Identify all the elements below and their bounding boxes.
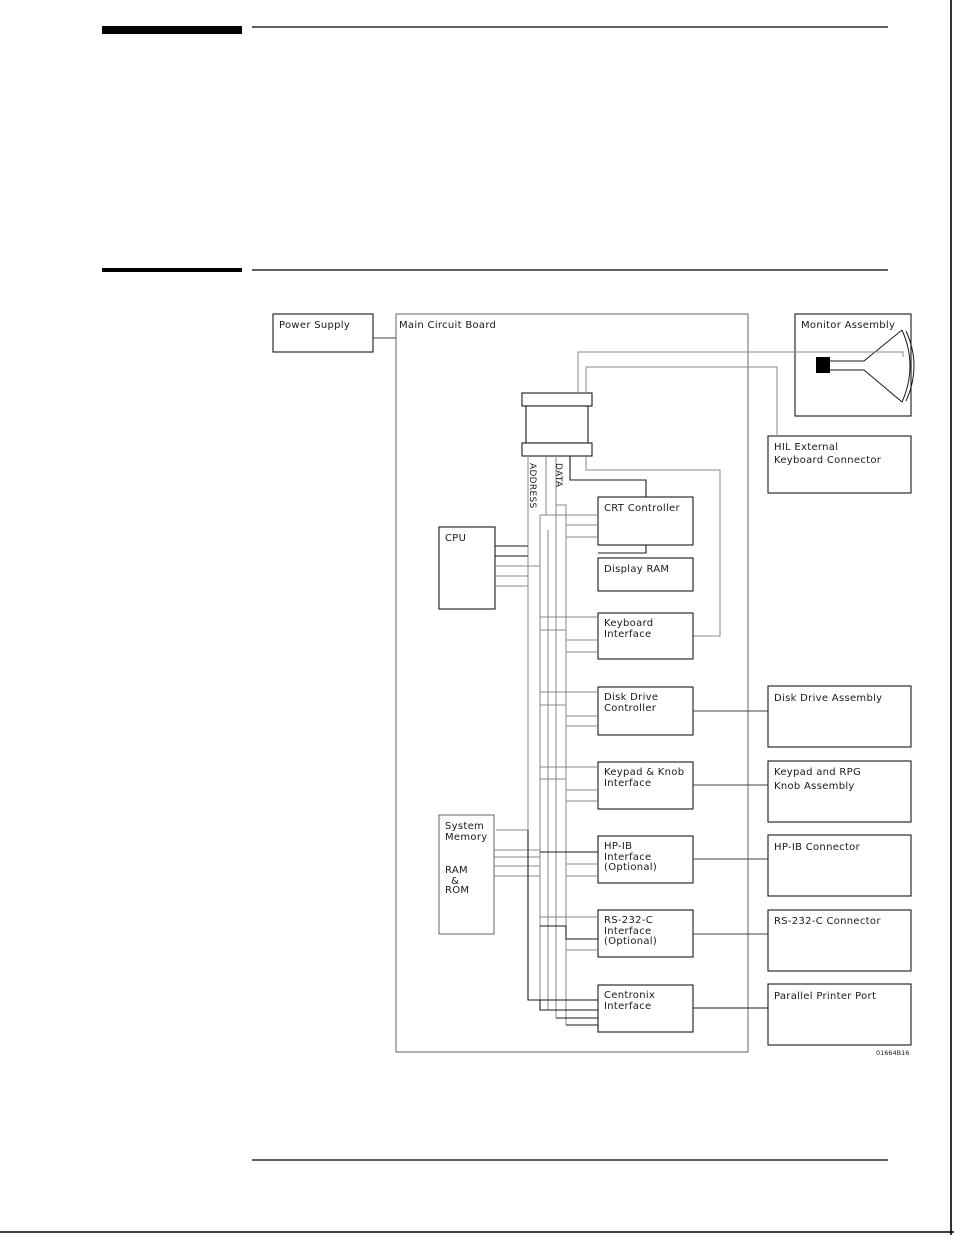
rs232-interface-line-1: RS-232-C (604, 915, 653, 926)
keypad-assembly-line-2: Knob Assembly (774, 781, 855, 792)
keyboard-interface-line-1: Keyboard (604, 618, 653, 629)
address-bus-label: ADDRESS (527, 463, 537, 508)
crt-controller-box (597, 496, 694, 546)
crt-tube-icon (816, 329, 915, 403)
hpib-interface-line-2: Interface (604, 852, 651, 863)
disk-controller-box (597, 686, 694, 736)
cpu-label: CPU (445, 533, 466, 544)
hpib-interface-line-1: HP-IB (604, 841, 632, 852)
keypad-interface-line-1: Keypad & Knob (604, 767, 684, 778)
disk-controller-line-1: Disk Drive (604, 692, 658, 703)
keypad-bus-taps (540, 766, 598, 802)
centronix-interface-line-2: Interface (604, 1001, 651, 1012)
keyboard-interface-line-2: Interface (604, 629, 651, 640)
hpib-bus-taps (540, 851, 598, 877)
keyboard-bus-taps (540, 616, 598, 653)
rs232-connector-label: RS-232-C Connector (774, 916, 881, 927)
system-memory-line-4: & (451, 876, 459, 887)
centronix-interface-line-1: Centronix (604, 990, 655, 1001)
hil-keyboard-line-2: Keyboard Connector (774, 455, 882, 466)
monitor-assembly-box (794, 313, 912, 417)
hpib-connector-box (767, 834, 912, 897)
section-tab-middle (102, 268, 242, 272)
centronix-interface-box (597, 984, 694, 1033)
keyboard-interface-box (597, 612, 694, 660)
system-memory-box (438, 814, 495, 935)
disk-drive-assembly-label: Disk Drive Assembly (774, 693, 882, 704)
cpu-bus-links (495, 545, 540, 587)
system-memory-line-2: Memory (445, 832, 487, 843)
keypad-interface-box (597, 761, 694, 810)
memory-bus-links (494, 849, 540, 877)
disk-bus-taps (540, 691, 598, 727)
internal-bus-ladder (539, 505, 567, 1025)
rs232-interface-line-3: (Optional) (604, 936, 657, 947)
power-supply-box (272, 313, 374, 353)
figure-code: 01664B16 (876, 1049, 909, 1057)
hil-keyboard-connector-box (767, 435, 912, 494)
rs232-bus-taps (540, 916, 598, 951)
parallel-printer-port-box (767, 983, 912, 1046)
crt-display-ram-link (598, 545, 647, 554)
parallel-printer-port-label: Parallel Printer Port (774, 991, 876, 1002)
hpib-interface-box (597, 835, 694, 884)
hpib-connector-label: HP-IB Connector (774, 842, 861, 853)
main-circuit-board-label: Main Circuit Board (399, 320, 496, 331)
system-memory-line-3: RAM (445, 865, 468, 876)
monitor-assembly-label: Monitor Assembly (801, 320, 895, 331)
hpib-interface-line-3: (Optional) (604, 862, 657, 873)
data-bus-label: DATA (553, 463, 563, 488)
monitor-cable-1 (577, 351, 904, 393)
bus-connector-block (521, 392, 593, 457)
disk-controller-line-2: Controller (604, 703, 657, 714)
keypad-assembly-box (767, 760, 912, 823)
hil-keyboard-line-1: HIL External (774, 442, 838, 453)
crt-controller-label: CRT Controller (604, 503, 680, 514)
crt-video-link (569, 456, 647, 497)
system-memory-line-5: ROM (445, 885, 469, 896)
rs232-interface-line-2: Interface (604, 926, 651, 937)
disk-drive-assembly-box (767, 685, 912, 748)
rs232-connector-box (767, 909, 912, 972)
centronix-bus-taps (527, 830, 598, 1026)
crt-bus-taps (540, 504, 598, 538)
keypad-interface-line-2: Interface (604, 778, 651, 789)
keypad-assembly-line-1: Keypad and RPG (774, 767, 861, 778)
hil-cable (585, 366, 778, 436)
section-tab-top (102, 26, 242, 34)
rs232-interface-box (597, 909, 694, 958)
keyboard-cable (585, 456, 721, 637)
cpu-box (438, 526, 496, 610)
display-ram-label: Display RAM (604, 564, 669, 575)
power-supply-label: Power Supply (279, 320, 350, 331)
display-ram-box (597, 557, 694, 592)
system-memory-line-1: System (445, 821, 484, 832)
